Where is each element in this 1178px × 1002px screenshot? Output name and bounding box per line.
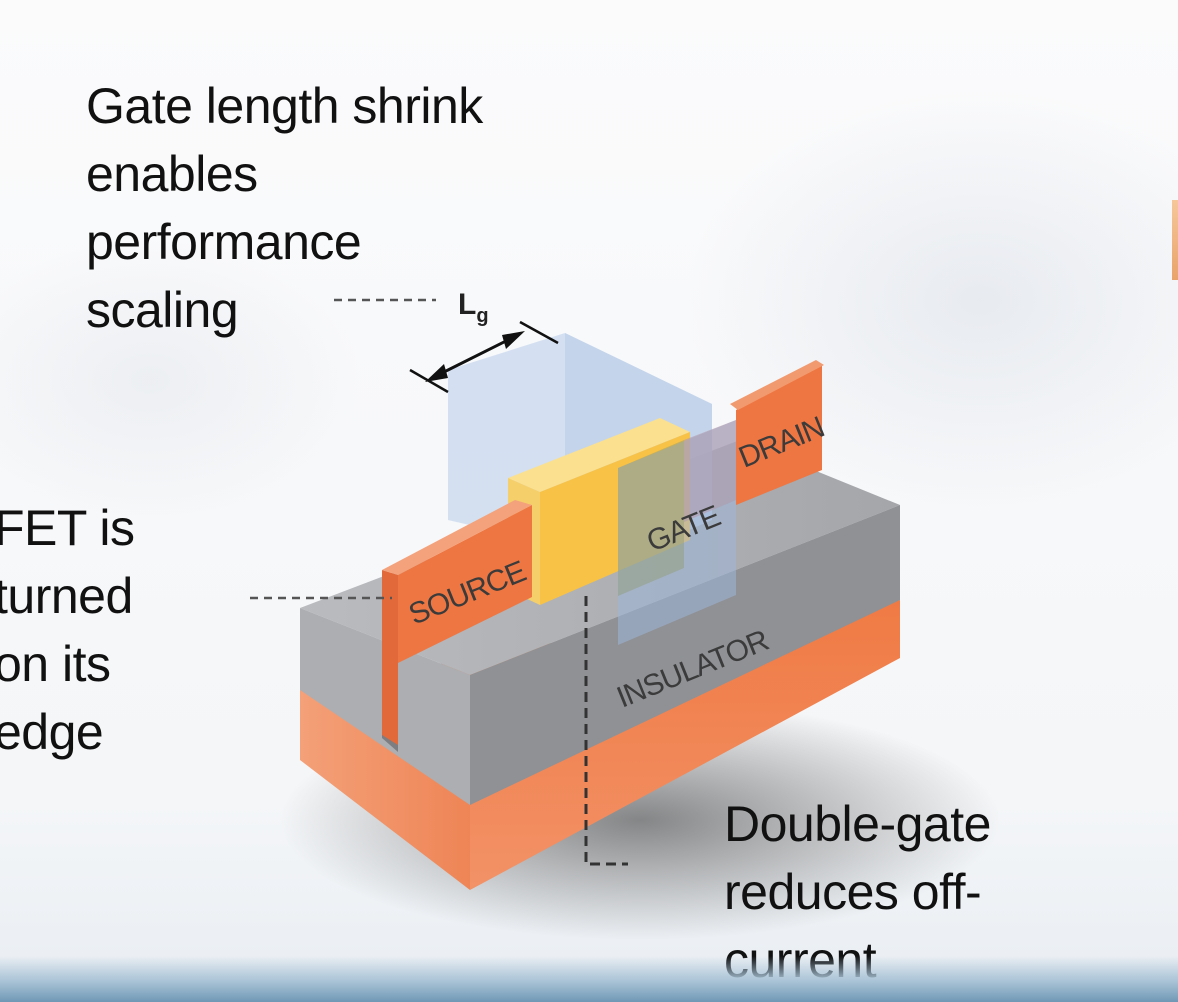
lg-tick-right <box>519 320 559 345</box>
lg-arrowhead-left <box>425 364 448 382</box>
finfet-caption-line: on its <box>0 636 111 692</box>
gate-plate-tint <box>618 440 684 596</box>
source-fin-side <box>382 570 398 745</box>
gate-plate-right-tint <box>684 420 736 522</box>
bottom-band <box>0 956 1178 1002</box>
substrate-front <box>470 600 900 890</box>
drain-fin-front <box>736 365 822 505</box>
finfet-caption: FET is turned on its edge <box>0 494 135 766</box>
finfet-caption-line: turned <box>0 568 133 624</box>
fin-channel-top <box>508 418 690 492</box>
leader-double-gate <box>584 596 628 866</box>
insulator-front <box>470 505 900 805</box>
lg-dimension-arrow <box>431 333 519 380</box>
drain-fin-top <box>730 360 824 410</box>
lg-label: Lg <box>458 288 489 327</box>
gate-length-caption-line: performance <box>86 214 362 270</box>
double-gate-caption-line: reduces off- <box>724 864 982 920</box>
gate-length-caption-line: enables <box>86 146 258 202</box>
gate-length-caption: Gate length shrink enables performance s… <box>86 72 483 344</box>
double-gate-caption-line: Double-gate <box>724 796 991 852</box>
finfet-caption-line: FET is <box>0 500 135 556</box>
background-accent <box>1172 200 1178 280</box>
lg-arrowhead-right <box>502 331 525 349</box>
gate-length-caption-line: Gate length shrink <box>86 78 483 134</box>
source-fin-top <box>382 500 532 575</box>
finfet-caption-line: edge <box>0 704 104 760</box>
gate-length-caption-line: scaling <box>86 282 239 338</box>
source-fin-front <box>398 505 532 663</box>
